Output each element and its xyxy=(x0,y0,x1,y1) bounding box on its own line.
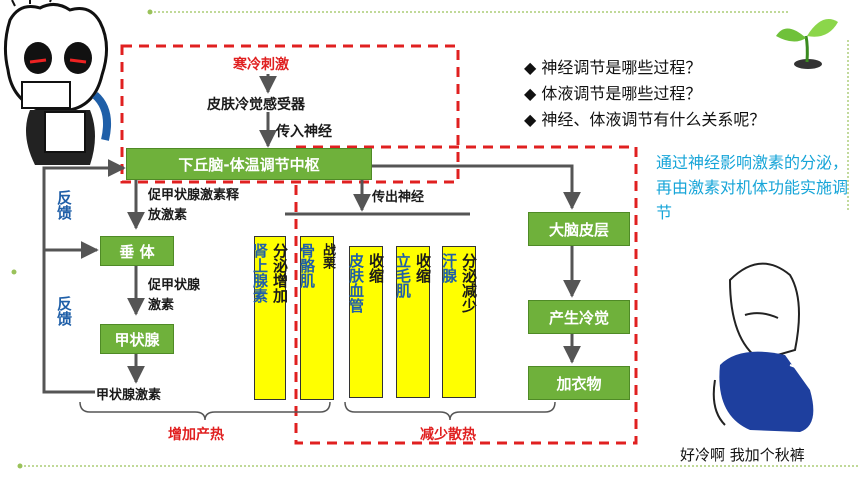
tsh-label: 促甲状腺激素 xyxy=(148,278,201,313)
adrenal-text-top: 肾上腺素 xyxy=(251,243,269,303)
skin-vessel-text-bottom: 收缩 xyxy=(367,253,385,283)
regulation-note: 通过神经影响激素的分泌，再由激素对机体功能实施调节 xyxy=(656,153,849,222)
trh-label: 促甲状腺激素释放激素 xyxy=(148,188,240,223)
question-2: ◆ 体液调节是哪些过程？ xyxy=(524,84,702,103)
hypothalamus-box: 下丘脑-体温调节中枢 xyxy=(126,148,372,180)
sweat-gland-box: 汗腺 分泌减少 xyxy=(440,246,478,398)
neural-region-box xyxy=(120,44,460,184)
skin-vessel-text-top: 皮肤血管 xyxy=(347,253,365,313)
sticker-caption: 好冷啊 我加个秋裤 xyxy=(680,446,805,464)
sprout-icon xyxy=(776,19,838,69)
feedback-label-top: 反馈 xyxy=(55,190,73,220)
arrector-muscle-box: 立毛肌 收缩 xyxy=(394,246,432,398)
sweat-gland-text-bottom: 分泌减少 xyxy=(460,253,478,313)
skeletal-muscle-box: 骨骼肌 战栗 xyxy=(298,236,335,400)
feedback-label-bottom: 反馈 xyxy=(55,296,73,326)
adrenal-box: 肾上腺素 分泌增加 xyxy=(251,236,289,400)
skeletal-muscle-text-bottom: 战栗 xyxy=(320,243,335,269)
afferent-nerve-label: 传入神经 xyxy=(276,124,332,140)
adrenal-text-bottom: 分泌增加 xyxy=(271,243,289,303)
arrector-muscle-text-bottom: 收缩 xyxy=(414,253,432,283)
skin-vessel-box: 皮肤血管 收缩 xyxy=(347,246,385,398)
cold-sensation-box: 产生冷觉 xyxy=(528,300,630,334)
cold-stimulus-label: 寒冷刺激 xyxy=(233,57,289,73)
reduce-heat-label: 减少散热 xyxy=(420,427,476,443)
cortex-box: 大脑皮层 xyxy=(528,212,630,246)
thyroid-hormone-label: 甲状腺激素 xyxy=(96,388,162,403)
efferent-nerve-label: 传出神经 xyxy=(372,190,425,205)
reduce-heat-region-box xyxy=(294,145,638,445)
question-3: ◆ 神经、体液调节有什么关系呢？ xyxy=(524,110,766,129)
pituitary-box: 垂 体 xyxy=(100,236,174,266)
add-clothes-box: 加衣物 xyxy=(528,366,630,400)
cold-person-sticker xyxy=(712,262,841,432)
skeletal-muscle-text-top: 骨骼肌 xyxy=(298,243,316,288)
increase-heat-label: 增加产热 xyxy=(168,427,224,443)
sweat-gland-text-top: 汗腺 xyxy=(440,253,458,283)
skin-receptor-label: 皮肤冷觉感受器 xyxy=(207,97,305,113)
panda-sticker xyxy=(3,0,111,165)
question-1: ◆ 神经调节是哪些过程？ xyxy=(524,58,702,77)
arrector-muscle-text-top: 立毛肌 xyxy=(394,253,412,298)
thyroid-box: 甲状腺 xyxy=(100,324,174,354)
